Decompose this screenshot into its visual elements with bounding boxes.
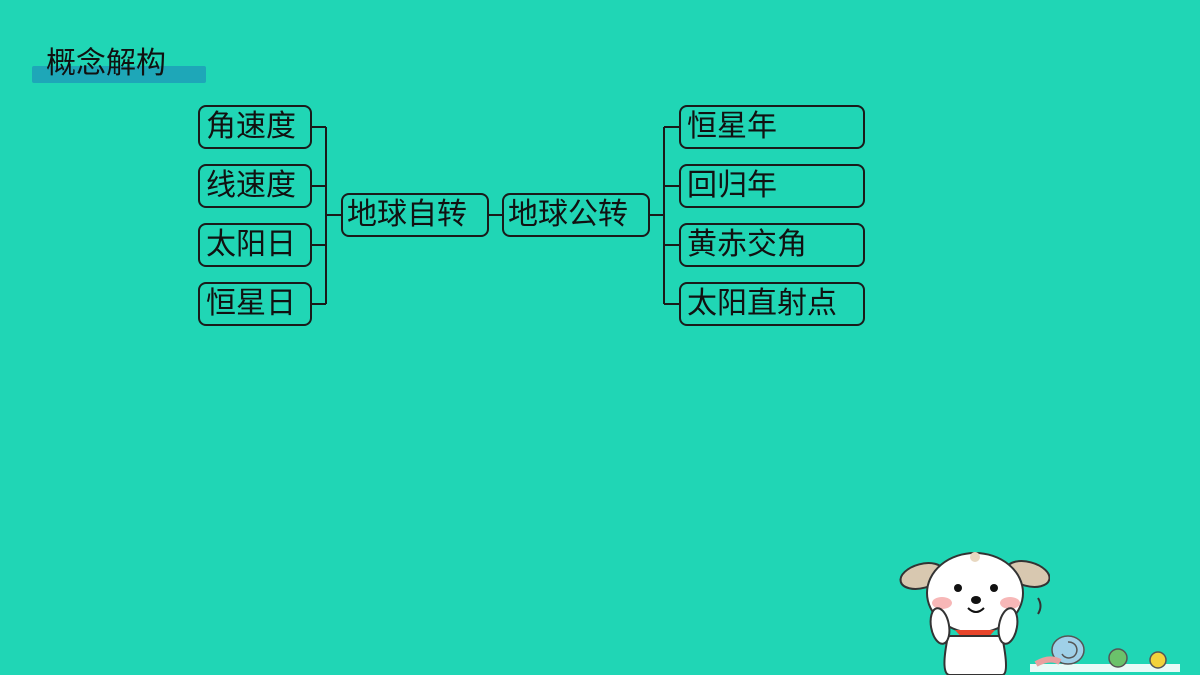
node-earth-revolution: 地球公转: [502, 193, 650, 237]
node-earth-rotation: 地球自转: [341, 193, 489, 237]
node-direct-sun-point: 太阳直射点: [679, 282, 865, 326]
section-title-bar: [32, 66, 206, 83]
node-tropical-year: 回归年: [679, 164, 865, 208]
snail-decoration-icon: [1030, 635, 1180, 672]
section-title: 概念解构: [46, 46, 166, 81]
node-angular-velocity: 角速度: [198, 105, 312, 149]
node-sidereal-year: 恒星年: [679, 105, 865, 149]
node-linear-velocity: 线速度: [198, 164, 312, 208]
node-solar-day: 太阳日: [198, 223, 312, 267]
node-obliquity-ecliptic: 黄赤交角: [679, 223, 865, 267]
node-sidereal-day: 恒星日: [198, 282, 312, 326]
cartoon-dog-icon: [899, 552, 1050, 675]
